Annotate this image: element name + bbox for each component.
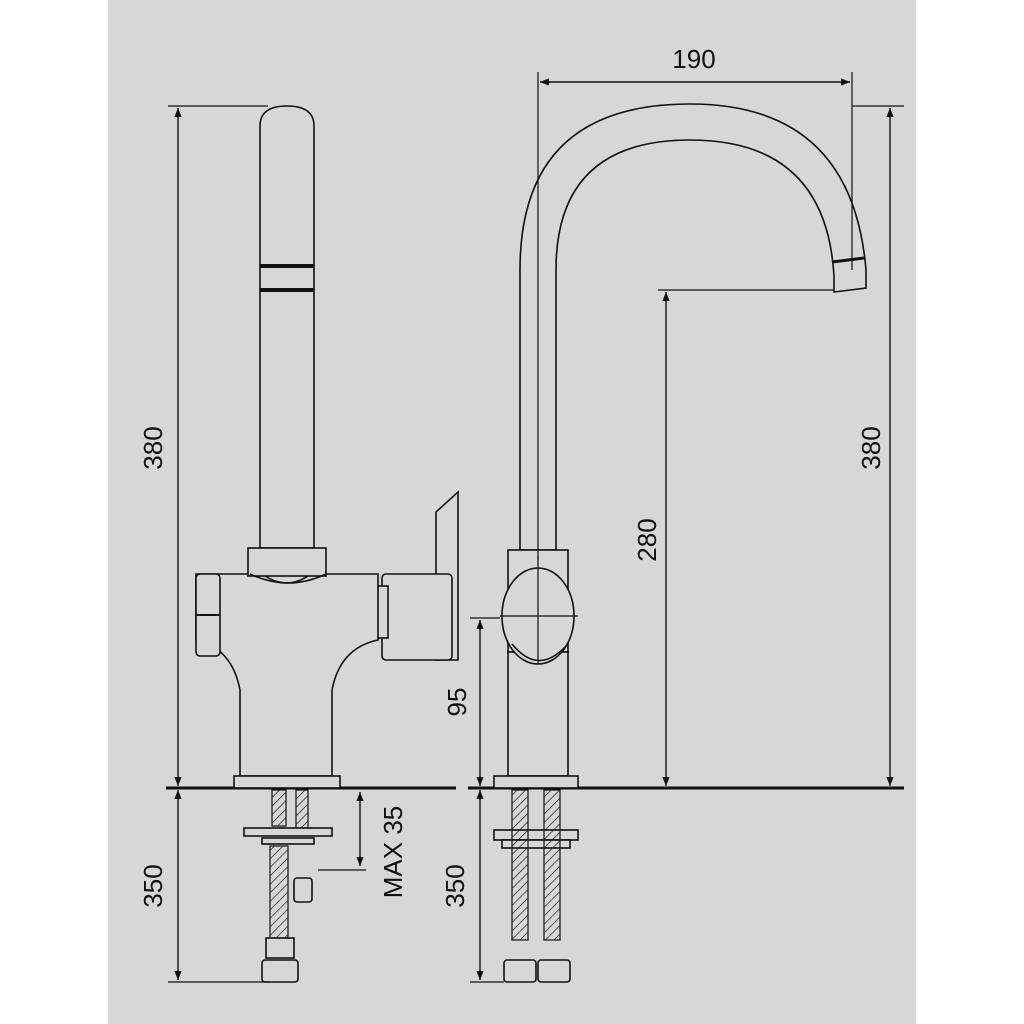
faucet-side-view (195, 105, 459, 983)
dim-spout-reach: 190 (672, 44, 715, 74)
dimension-lines (168, 72, 904, 983)
dim-height-right: 380 (856, 426, 886, 469)
dim-spout-outlet-height: 280 (632, 518, 662, 561)
dim-hose-length-left: 350 (138, 864, 168, 907)
dim-lever-height: 95 (442, 688, 472, 717)
dim-hose-length-right: 350 (440, 864, 470, 907)
dim-height-left: 380 (138, 426, 168, 469)
faucet-front-view (493, 103, 867, 983)
dim-max-countertop: MAX 35 (378, 806, 408, 899)
